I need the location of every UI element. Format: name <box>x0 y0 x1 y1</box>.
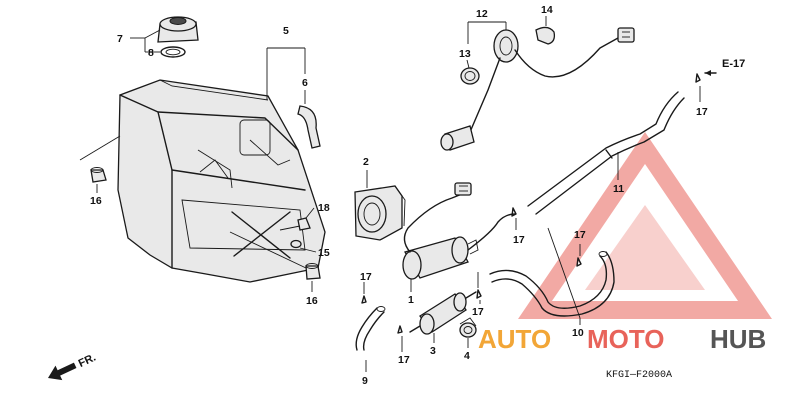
callout-18: 18 <box>318 202 330 214</box>
callout-15: 15 <box>318 247 330 259</box>
callout-6: 6 <box>302 77 308 89</box>
callout-7: 7 <box>117 33 123 45</box>
fuel-hose-9 <box>355 306 386 351</box>
sensor-gasket <box>460 67 480 85</box>
sensor-lock-ring <box>535 26 556 45</box>
callout-12: 12 <box>476 8 488 20</box>
callout-3: 3 <box>430 345 436 357</box>
watermark-text: AUTO MOTO HUB <box>478 324 766 354</box>
callout-17-d: 17 <box>513 234 525 246</box>
callout-8: 8 <box>148 47 154 59</box>
breather-tube <box>527 91 685 215</box>
callout-17-c: 17 <box>472 306 484 318</box>
callout-10: 10 <box>572 327 584 339</box>
callout-16-upper: 16 <box>90 195 102 207</box>
washer-15 <box>290 239 302 249</box>
diagram-reference-code: KFGI—F2000A <box>606 370 672 381</box>
callout-13: 13 <box>459 48 471 60</box>
fuel-hose-10 <box>489 251 615 317</box>
front-direction-arrow: FR. <box>48 352 98 381</box>
hose-clamp <box>459 317 477 338</box>
bolt-16-lower <box>305 263 321 280</box>
cross-reference-label: E-17 <box>722 58 745 70</box>
cross-reference-arrow <box>704 70 717 76</box>
callout-5: 5 <box>283 25 289 37</box>
callout-16-lower: 16 <box>306 295 318 307</box>
watermark-hub: HUB <box>710 324 766 354</box>
callout-17-a: 17 <box>360 271 372 283</box>
bolt-16-upper <box>90 167 107 183</box>
watermark-logo <box>518 131 772 319</box>
callout-1: 1 <box>408 294 414 306</box>
clip-17-c <box>476 289 482 299</box>
clip-17-e <box>576 257 582 267</box>
mounting-rubber <box>297 105 321 149</box>
callout-4: 4 <box>464 350 470 362</box>
fuel-pump-holder <box>354 185 406 241</box>
watermark-auto: AUTO <box>478 324 551 354</box>
clip-17-a <box>361 295 367 304</box>
fuel-cap <box>157 16 199 43</box>
bolt-18 <box>279 217 311 231</box>
fuel-tank <box>117 79 326 283</box>
callout-9: 9 <box>362 375 368 387</box>
clip-17-d <box>511 207 517 217</box>
callout-17-e: 17 <box>574 229 586 241</box>
clip-17-f <box>695 73 701 83</box>
fuel-cap-gasket <box>160 46 186 58</box>
fuel-level-float <box>440 125 475 151</box>
fuel-level-sensor <box>469 27 635 133</box>
callout-2: 2 <box>363 156 369 168</box>
fuel-filter <box>409 291 477 335</box>
front-direction-label: FR. <box>77 352 98 370</box>
fuel-pump <box>402 182 479 280</box>
callout-14: 14 <box>541 4 553 16</box>
callout-17-f: 17 <box>696 106 708 118</box>
clip-17-b <box>397 325 403 334</box>
watermark-moto: MOTO <box>587 324 665 354</box>
callout-17-b: 17 <box>398 354 410 366</box>
callout-11: 11 <box>613 183 624 195</box>
